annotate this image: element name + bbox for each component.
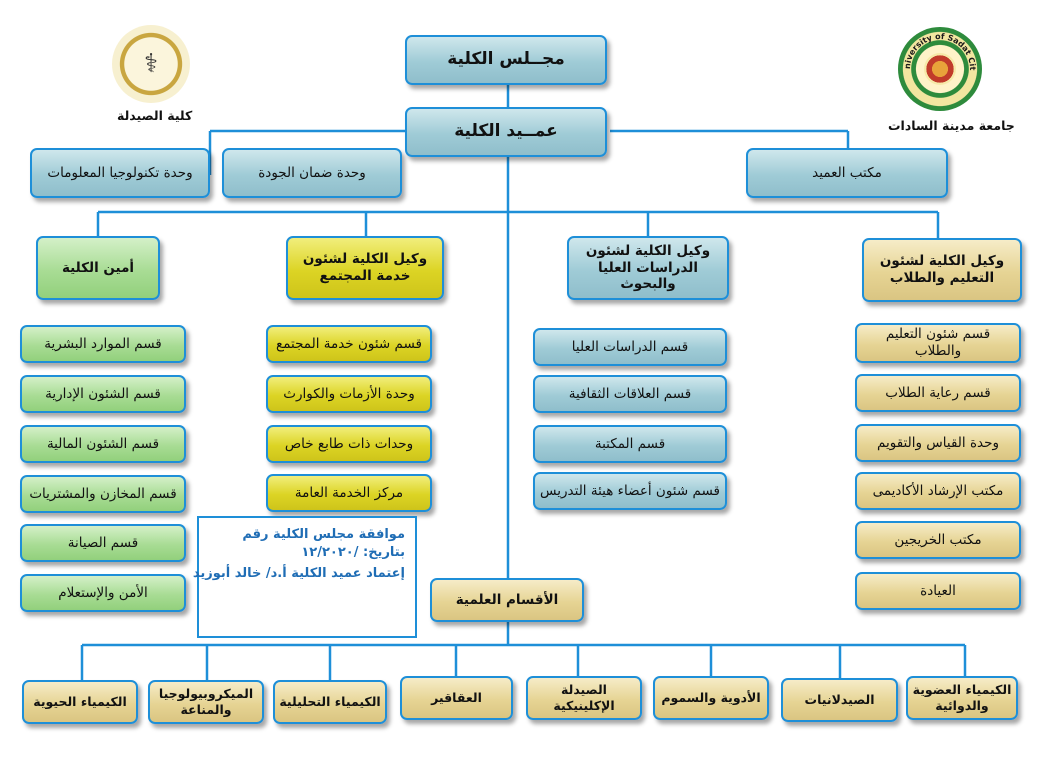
department-box: الكيمياء العضوية والدوائية xyxy=(906,676,1018,720)
education-head: وكيل الكلية لشئون التعليم والطلاب xyxy=(862,238,1022,302)
community-item: وحدات ذات طابع خاص xyxy=(266,425,432,463)
department-box: الميكروبيولوجيا والمناعة xyxy=(148,680,264,724)
secretary-item: قسم المخازن والمشتريات xyxy=(20,475,186,513)
secretary-head: أمين الكلية xyxy=(36,236,160,300)
department-box: الكيمياء الحيوية xyxy=(22,680,138,724)
community-item: وحدة الأزمات والكوارث xyxy=(266,375,432,413)
university-logo-center xyxy=(924,53,956,85)
community-item: مركز الخدمة العامة xyxy=(266,474,432,512)
faculty-label: كلية الصيدلة xyxy=(117,108,193,123)
department-box: الصيدلة الإكلينيكية xyxy=(526,676,642,720)
graduate-item: قسم شئون أعضاء هيئة التدريس xyxy=(533,472,727,510)
university-logo-ring-text: University of Sadat City xyxy=(898,27,977,71)
faculty-logo: ⚕ xyxy=(112,25,190,103)
department-box: الصيدلانيات xyxy=(781,678,898,722)
community-item: قسم شئون خدمة المجتمع xyxy=(266,325,432,363)
academic-departments-head: الأقسام العلمية xyxy=(430,578,584,622)
it-unit-box: وحدة تكنولوجيا المعلومات xyxy=(30,148,210,198)
education-item: قسم شئون التعليم والطلاب xyxy=(855,323,1021,363)
education-item: مكتب الإرشاد الأكاديمى xyxy=(855,472,1021,510)
department-box: العقاقير xyxy=(400,676,513,720)
graduate-item: قسم العلاقات الثقافية xyxy=(533,375,727,413)
education-item: مكتب الخريجين xyxy=(855,521,1021,559)
council-box: مجــلس الكلية xyxy=(405,35,607,85)
caduceus-icon: ⚕ xyxy=(143,49,159,79)
university-logo: University of Sadat City xyxy=(898,27,982,111)
svg-text:University of Sadat City: University of Sadat City xyxy=(898,27,977,71)
secretary-item: قسم الصيانة xyxy=(20,524,186,562)
secretary-item: الأمن والإستعلام xyxy=(20,574,186,612)
dean-office-box: مكتب العميد xyxy=(746,148,948,198)
graduate-item: قسم الدراسات العليا xyxy=(533,328,727,366)
education-item: قسم رعاية الطلاب xyxy=(855,374,1021,412)
secretary-item: قسم الشئون الإدارية xyxy=(20,375,186,413)
dean-box: عمــيد الكلية xyxy=(405,107,607,157)
graduate-head: وكيل الكلية لشئون الدراسات العليا والبحو… xyxy=(567,236,729,300)
graduate-item: قسم المكتبة xyxy=(533,425,727,463)
approval-note-line2: بتاريخ: /١٢/٢٠٢٠ xyxy=(301,544,405,560)
department-box: الكيمياء التحليلية xyxy=(273,680,387,724)
department-box: الأدوية والسموم xyxy=(653,676,769,720)
secretary-item: قسم الشئون المالية xyxy=(20,425,186,463)
secretary-item: قسم الموارد البشرية xyxy=(20,325,186,363)
approval-note-line3: إعتماد عميد الكلية أ.د/ خالد أبوزيد xyxy=(192,566,405,582)
quality-unit-box: وحدة ضمان الجودة xyxy=(222,148,402,198)
education-item: وحدة القياس والتقويم xyxy=(855,424,1021,462)
university-label: جامعة مدينة السادات xyxy=(888,118,1015,133)
approval-note: موافقة مجلس الكلية رقم بتاريخ: /١٢/٢٠٢٠ … xyxy=(192,516,417,638)
approval-note-line1: موافقة مجلس الكلية رقم xyxy=(242,527,405,542)
community-head: وكيل الكلية لشئون خدمة المجتمع xyxy=(286,236,444,300)
education-item: العيادة xyxy=(855,572,1021,610)
